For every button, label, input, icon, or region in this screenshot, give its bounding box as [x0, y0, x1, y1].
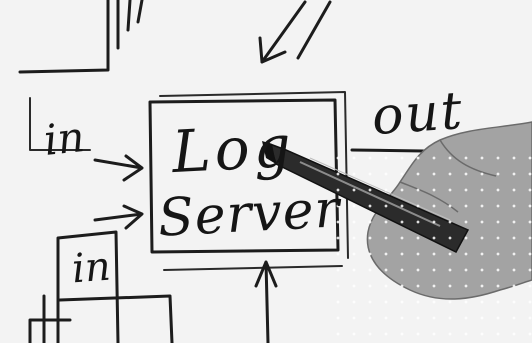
top-diagonal-arrow	[260, 2, 330, 62]
arrow-in-top	[95, 156, 142, 180]
label-out: out	[370, 85, 465, 143]
label-log: Log	[171, 117, 296, 181]
label-server: Server	[157, 183, 342, 244]
arrow-in-bottom	[95, 206, 142, 228]
label-in-top: in	[42, 116, 87, 162]
label-in-bottom: in	[71, 247, 112, 290]
arrow-up	[256, 262, 276, 343]
top-left-box	[20, 0, 142, 72]
